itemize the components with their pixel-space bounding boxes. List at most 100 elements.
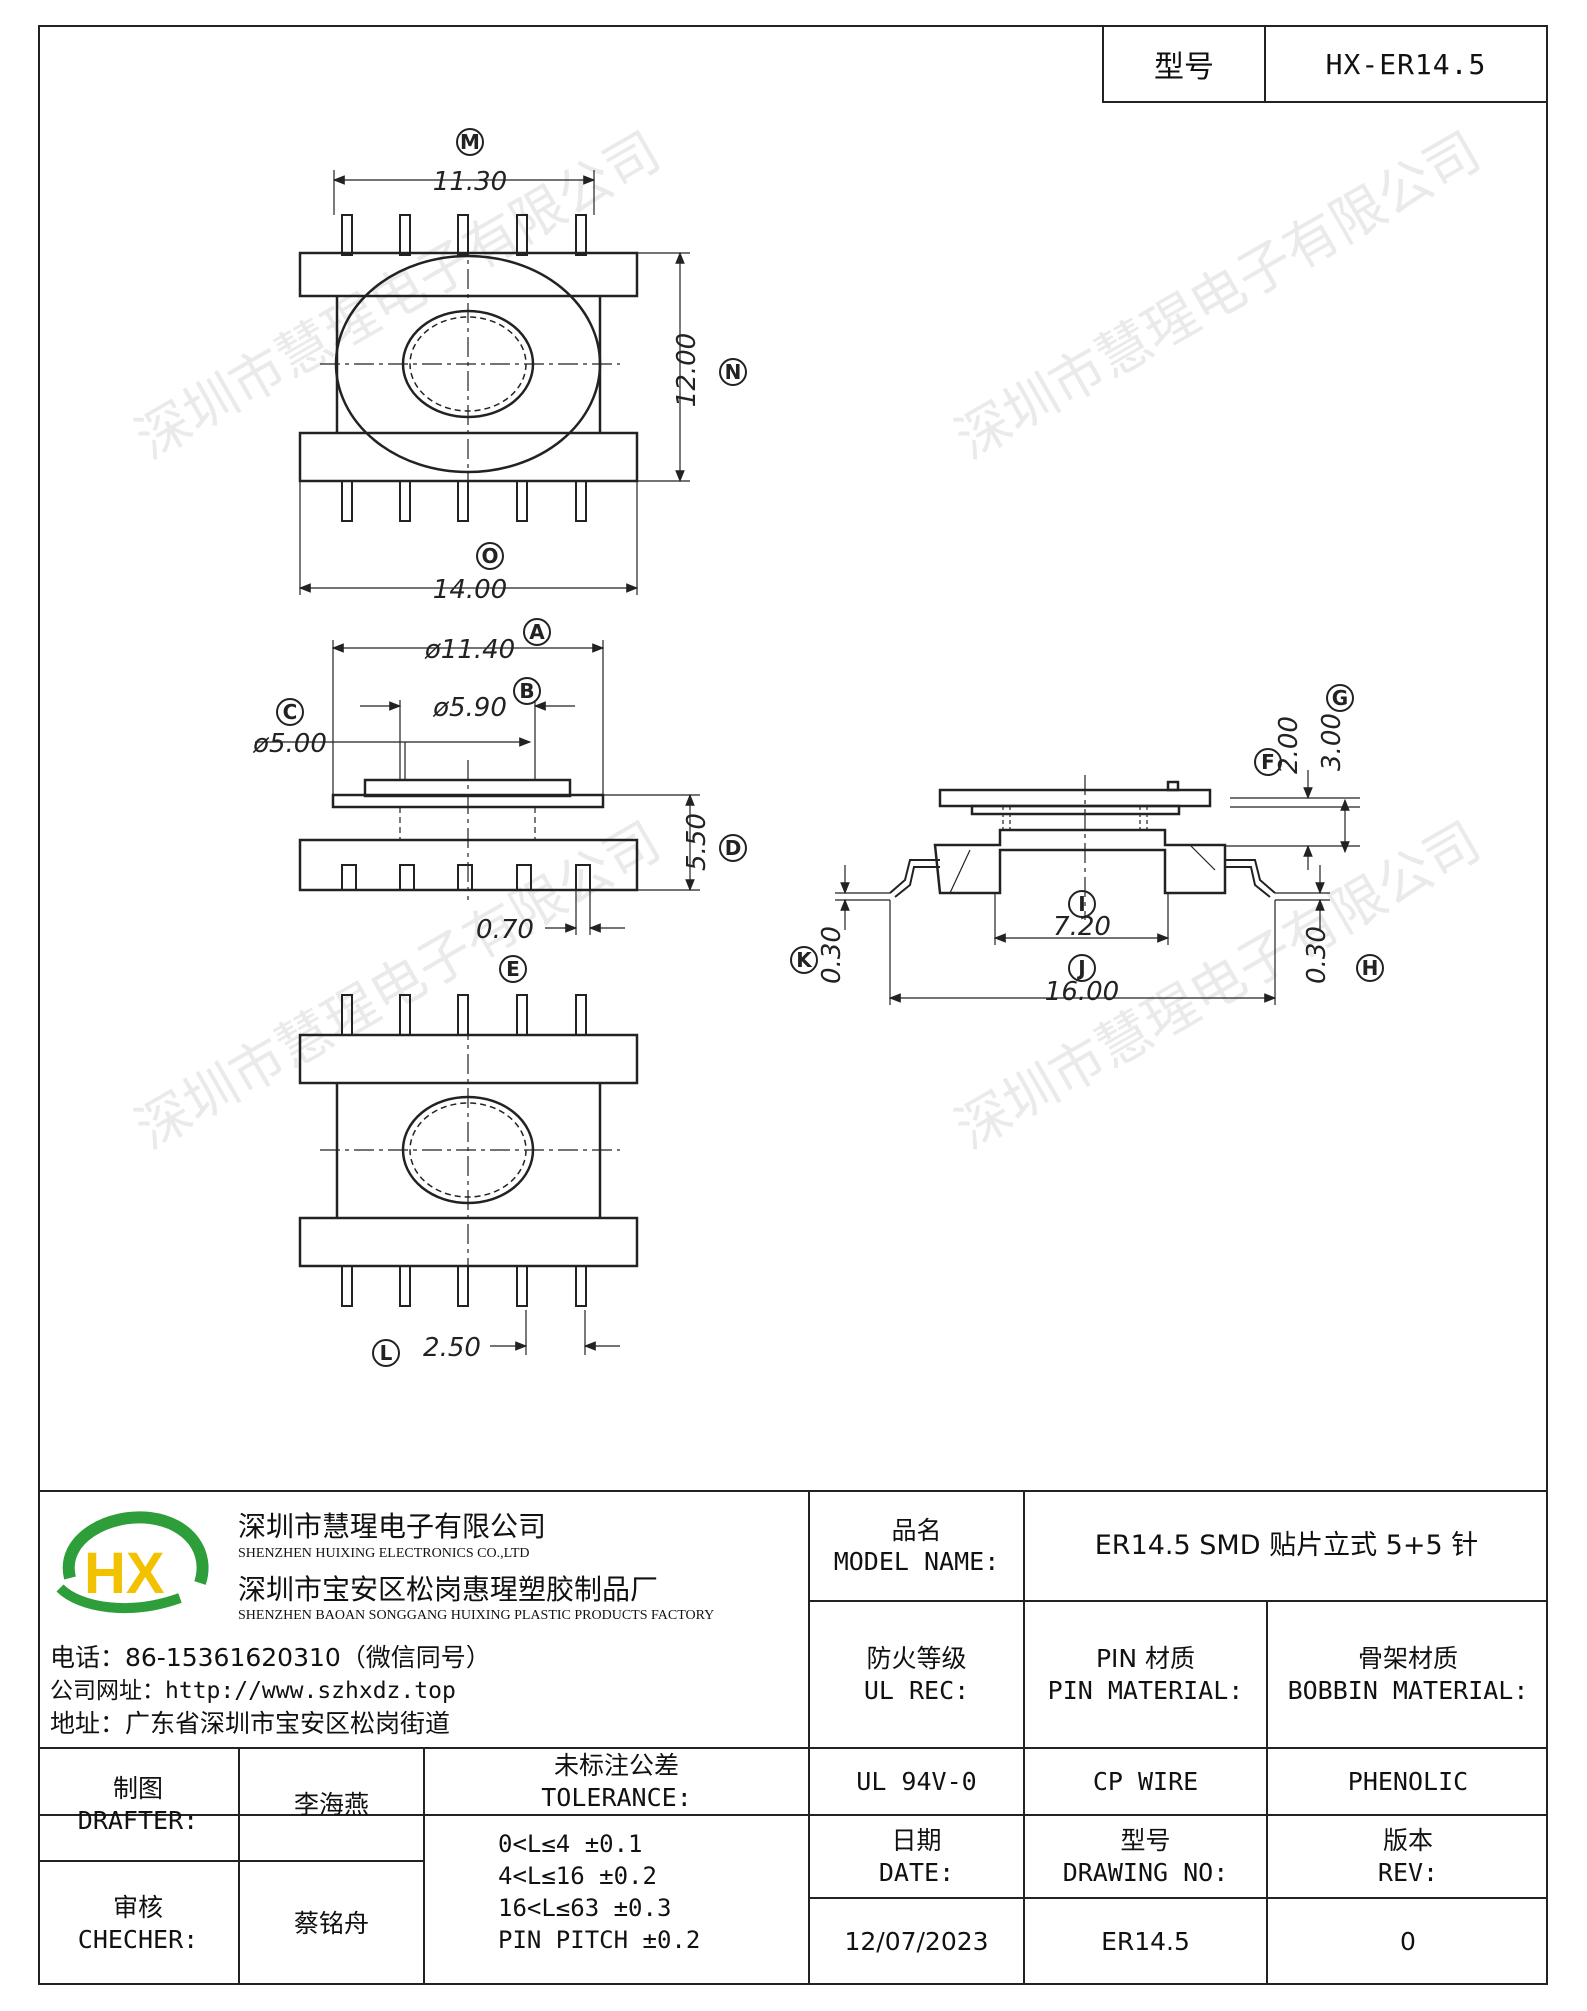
watermarks: 深圳市慧瑆电子有限公司 深圳市慧瑆电子有限公司 深圳市慧瑆电子有限公司 深圳市慧… (125, 120, 1491, 1162)
drawing-frame (38, 25, 1548, 1985)
drafter-label: 制图 DRAFTER: (38, 1749, 238, 1860)
company-name-cn: 深圳市慧瑆电子有限公司 (238, 1510, 547, 1543)
dim-H: 0.30 (1302, 926, 1332, 984)
tolerance-line: PIN PITCH ±0.2 (498, 1926, 701, 1954)
pin-value: CP WIRE (1092, 1766, 1199, 1796)
checker-en: CHECHER: (77, 1924, 199, 1954)
dim-D: 5.50 (682, 813, 712, 871)
marker-circles (276, 128, 1384, 1367)
dim-M: 11.30 (433, 167, 507, 197)
company-logo: HX (56, 1511, 209, 1613)
drawing-no-cn: 型号 (1120, 1826, 1171, 1856)
model-name-en: MODEL NAME: (833, 1547, 1000, 1576)
dim-I: 7.20 (1053, 912, 1111, 942)
tolerance-line: 4<L≤16 ±0.2 (498, 1862, 657, 1890)
rev-en: REV: (1377, 1857, 1439, 1887)
marker-N: N (725, 360, 742, 384)
top-pins (341, 214, 587, 522)
drafter-cn: 制图 (112, 1774, 163, 1804)
dim-J: 16.00 (1045, 977, 1119, 1007)
bobbin-value: PHENOLIC (1347, 1766, 1469, 1796)
tolerance-line: 16<L≤63 ±0.3 (498, 1894, 672, 1922)
watermark-4: 深圳市慧瑆电子有限公司 (945, 810, 1491, 1162)
dim-C: ø5.00 (252, 729, 327, 759)
marker-M: M (460, 130, 480, 154)
side-view (835, 770, 1360, 1005)
tolerance-list: 0<L≤4 ±0.1 4<L≤16 ±0.2 16<L≤63 ±0.3 PIN … (498, 1828, 700, 1956)
dim-O: 14.00 (433, 575, 507, 605)
rev-header: 版本 REV: (1268, 1816, 1548, 1897)
bottom-view (298, 994, 639, 1355)
top-view (298, 170, 690, 595)
marker-O: O (481, 544, 498, 568)
dim-E: 0.70 (476, 915, 534, 945)
factory-name-en: SHENZHEN BAOAN SONGGANG HUIXING PLASTIC … (238, 1608, 715, 1623)
rev-value: 0 (1400, 1927, 1416, 1957)
marker-I: I (1078, 892, 1085, 916)
pin-en: PIN MATERIAL: (1047, 1675, 1244, 1705)
pin-cn: PIN 材质 (1095, 1644, 1196, 1674)
marker-L: L (380, 1341, 393, 1365)
marker-F: F (1261, 750, 1275, 774)
marker-E: E (506, 957, 520, 981)
dim-A: ø11.40 (424, 635, 515, 665)
date-cn: 日期 (891, 1826, 942, 1856)
drawing-no-header: 型号 DRAWING NO: (1025, 1816, 1266, 1897)
drafter-en: DRAFTER: (77, 1805, 199, 1835)
bobbin-cn: 骨架材质 (1357, 1644, 1458, 1674)
model-value: HX-ER14.5 (1325, 47, 1487, 81)
phone-text: 电话：86-15361620310（微信同号） (50, 1643, 491, 1672)
dim-F: 2.00 (1274, 716, 1304, 774)
factory-name-cn: 深圳市宝安区松岗惠瑆塑胶制品厂 (238, 1573, 659, 1606)
watermark-2: 深圳市慧瑆电子有限公司 (945, 120, 1491, 472)
tolerance-header: 未标注公差 TOLERANCE: (425, 1749, 808, 1814)
dim-N: 12.00 (672, 333, 702, 407)
dim-L: 2.50 (423, 1333, 481, 1363)
marker-D: D (725, 836, 742, 860)
marker-A: A (529, 620, 545, 644)
front-view (255, 640, 700, 935)
drafter-name: 李海燕 (293, 1789, 369, 1819)
model-name-cn: 品名 (891, 1515, 942, 1545)
drawing-no-value: ER14.5 (1101, 1927, 1190, 1957)
address-text: 地址：广东省深圳市宝安区松岗街道 (50, 1709, 451, 1738)
model-label: 型号 (1104, 27, 1266, 101)
ul-en: UL REC: (863, 1675, 970, 1705)
model-box: 型号 HX-ER14.5 (1102, 25, 1548, 103)
tolerance-line: 0<L≤4 ±0.1 (498, 1830, 643, 1858)
dim-K: 0.30 (817, 926, 847, 984)
marker-letters: M N O A B C D E F G H I J K L (283, 130, 1379, 1365)
watermark-3: 深圳市慧瑆电子有限公司 (125, 810, 671, 1162)
bobbin-en: BOBBIN MATERIAL: (1287, 1675, 1529, 1705)
dim-G: 3.00 (1317, 713, 1347, 771)
checker-label: 审核 CHECHER: (38, 1862, 238, 1985)
model-name-value: ER14.5 SMD 贴片立式 5+5 针 (1094, 1530, 1479, 1562)
date-header: 日期 DATE: (810, 1816, 1023, 1897)
marker-G: G (1332, 686, 1348, 710)
dimension-values: 11.30 14.00 12.00 ø11.40 ø5.90 ø5.00 5.5… (252, 167, 1347, 1363)
model-name-header: 品名 MODEL NAME: (810, 1492, 1023, 1600)
rev-cn: 版本 (1382, 1826, 1433, 1856)
marker-K: K (796, 948, 813, 972)
tolerance-en: TOLERANCE: (541, 1782, 692, 1812)
website-text: 公司网址：http://www.szhxdz.top (50, 1678, 456, 1704)
title-block: HX 深圳市慧瑆电子有限公司 SHENZHEN HUIXING ELECTRON… (38, 1490, 1548, 1985)
marker-H: H (1362, 956, 1379, 980)
marker-J: J (1076, 956, 1085, 980)
drawing-no-en: DRAWING NO: (1062, 1857, 1229, 1887)
date-value: 12/07/2023 (844, 1927, 989, 1957)
date-en: DATE: (878, 1857, 955, 1887)
marker-B: B (519, 679, 534, 703)
dim-B: ø5.90 (432, 693, 507, 723)
technical-drawing: 深圳市慧瑆电子有限公司 深圳市慧瑆电子有限公司 深圳市慧瑆电子有限公司 深圳市慧… (125, 120, 1491, 1367)
checker-cn: 审核 (112, 1893, 163, 1923)
ul-cn: 防火等级 (866, 1644, 967, 1674)
company-name-en: SHENZHEN HUIXING ELECTRONICS CO.,LTD (238, 1546, 530, 1561)
marker-C: C (283, 700, 298, 724)
ul-value: UL 94V-0 (856, 1766, 977, 1796)
tolerance-cn: 未标注公差 (553, 1751, 679, 1781)
bobbin-header: 骨架材质 BOBBIN MATERIAL: (1268, 1602, 1548, 1747)
ul-header: 防火等级 UL REC: (810, 1602, 1023, 1747)
pin-header: PIN 材质 PIN MATERIAL: (1025, 1602, 1266, 1747)
checker-name: 蔡铭舟 (293, 1908, 369, 1938)
